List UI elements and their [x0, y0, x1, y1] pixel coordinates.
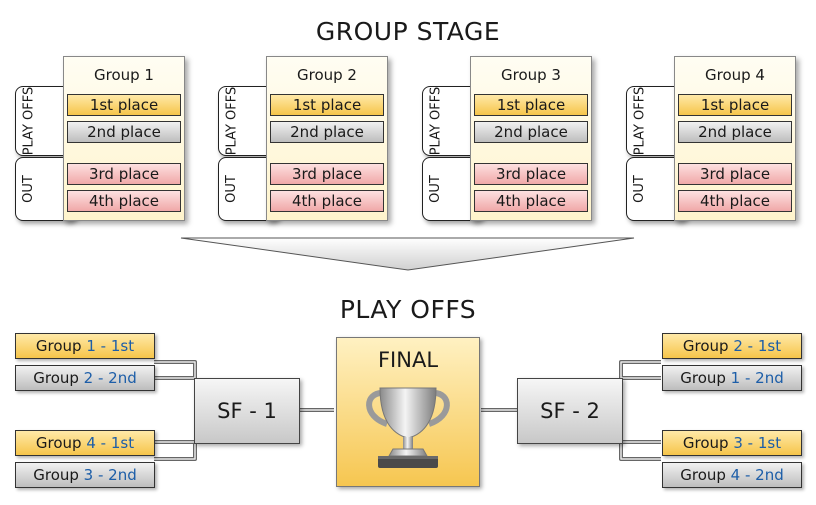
- fourth-place-slot: 4th place: [270, 190, 384, 212]
- seed-group-1-first: Group 1 - 1st: [15, 333, 155, 359]
- fourth-place-slot: 4th place: [474, 190, 588, 212]
- group-name: Group 1: [94, 66, 154, 84]
- first-place-slot: 1st place: [474, 94, 588, 116]
- group-1-panel: PLAY OFFS OUT Group 1 1st place 2nd plac…: [15, 56, 199, 222]
- semifinal-1-box: SF - 1: [194, 378, 300, 444]
- group-name: Group 2: [297, 66, 357, 84]
- group-card: Group 1 1st place 2nd place 3rd place 4t…: [63, 56, 185, 221]
- group-card: Group 3 1st place 2nd place 3rd place 4t…: [470, 56, 592, 221]
- group-name: Group 3: [501, 66, 561, 84]
- funnel-arrow: [180, 237, 635, 271]
- second-place-slot: 2nd place: [678, 121, 792, 143]
- seed-group-3-second: Group 3 - 2nd: [15, 462, 155, 488]
- third-place-slot: 3rd place: [67, 163, 181, 185]
- second-place-slot: 2nd place: [474, 121, 588, 143]
- group-3-panel: PLAY OFFS OUT Group 3 1st place 2nd plac…: [422, 56, 606, 222]
- third-place-slot: 3rd place: [678, 163, 792, 185]
- seed-group-1-second: Group 1 - 2nd: [662, 365, 802, 391]
- final-label: FINAL: [377, 348, 439, 372]
- group-4-panel: PLAY OFFS OUT Group 4 1st place 2nd plac…: [626, 56, 810, 222]
- third-place-slot: 3rd place: [270, 163, 384, 185]
- group-stage-title: GROUP STAGE: [315, 17, 501, 46]
- third-place-slot: 3rd place: [474, 163, 588, 185]
- play-offs-title: PLAY OFFS: [339, 295, 477, 324]
- second-place-slot: 2nd place: [270, 121, 384, 143]
- group-2-panel: PLAY OFFS OUT Group 2 1st place 2nd plac…: [218, 56, 402, 222]
- seed-group-4-second: Group 4 - 2nd: [662, 462, 802, 488]
- group-card: Group 4 1st place 2nd place 3rd place 4t…: [674, 56, 796, 221]
- semifinal-1-label: SF - 1: [217, 399, 277, 423]
- seed-group-4-first: Group 4 - 1st: [15, 430, 155, 456]
- second-place-slot: 2nd place: [67, 121, 181, 143]
- trophy-icon: [366, 387, 450, 468]
- fourth-place-slot: 4th place: [678, 190, 792, 212]
- semifinal-2-box: SF - 2: [517, 378, 623, 444]
- final-box: FINAL: [336, 337, 480, 487]
- group-name: Group 4: [705, 66, 765, 84]
- first-place-slot: 1st place: [67, 94, 181, 116]
- semifinal-2-label: SF - 2: [540, 399, 600, 423]
- first-place-slot: 1st place: [678, 94, 792, 116]
- seed-group-2-second: Group 2 - 2nd: [15, 365, 155, 391]
- fourth-place-slot: 4th place: [67, 190, 181, 212]
- group-card: Group 2 1st place 2nd place 3rd place 4t…: [266, 56, 388, 221]
- seed-group-3-first: Group 3 - 1st: [662, 430, 802, 456]
- seed-group-2-first: Group 2 - 1st: [662, 333, 802, 359]
- first-place-slot: 1st place: [270, 94, 384, 116]
